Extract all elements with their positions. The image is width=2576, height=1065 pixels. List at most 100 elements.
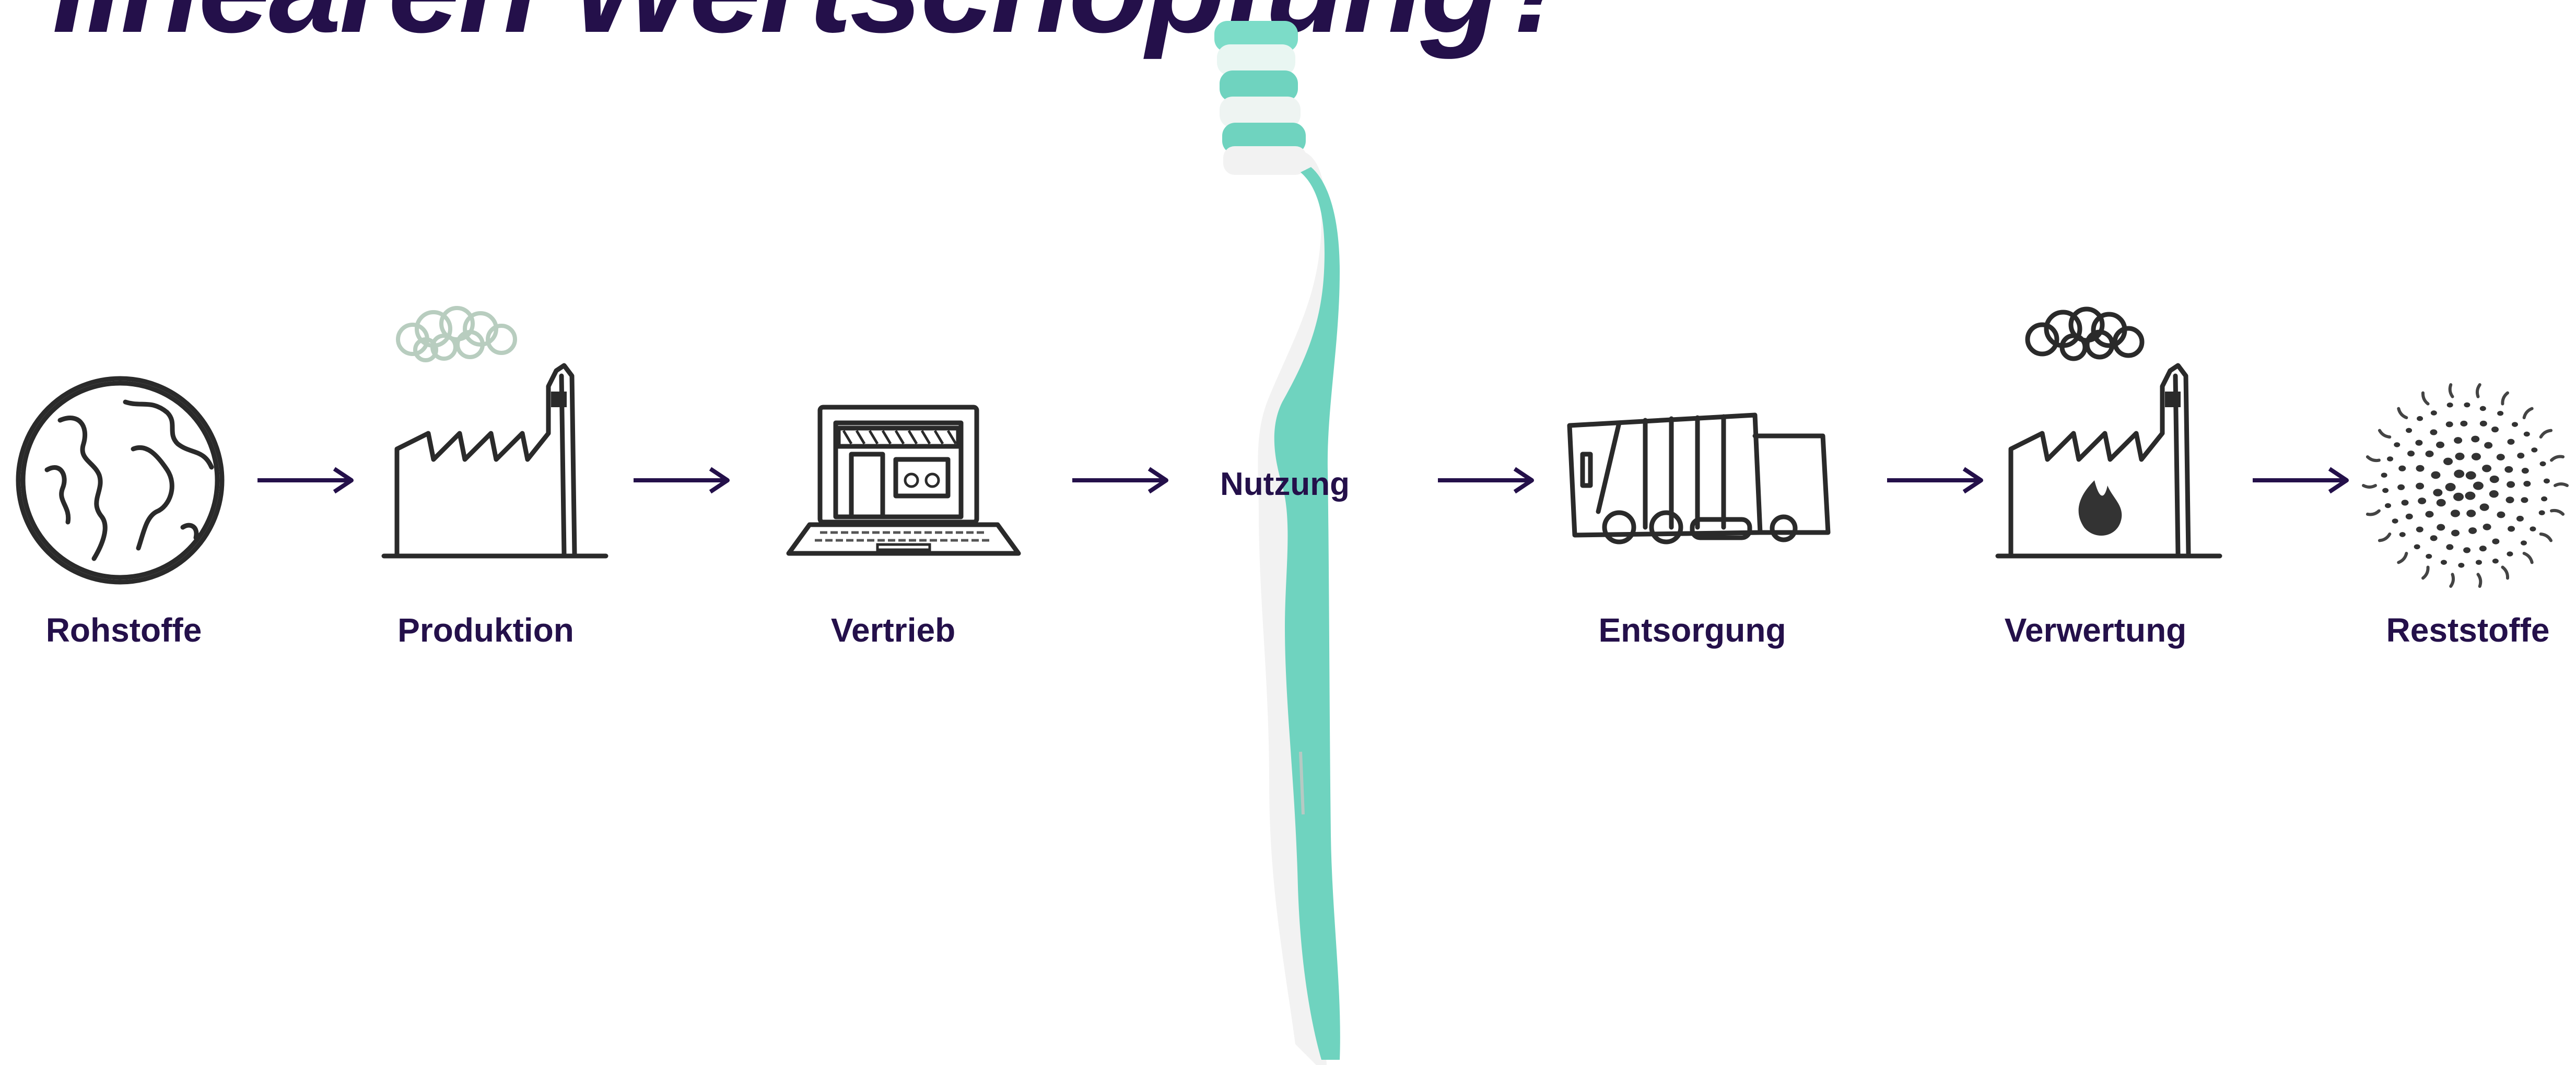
- particle-dot: [2402, 500, 2409, 505]
- stage-label-nutzung: Nutzung: [1220, 466, 1350, 503]
- particle-dot: [2426, 554, 2432, 559]
- particle-dot: [2446, 544, 2453, 550]
- particle-dot: [2454, 470, 2464, 478]
- particle-dot: [2445, 483, 2456, 491]
- stage-label-verwertung: Verwertung: [2005, 611, 2187, 649]
- globe-icon: [10, 371, 230, 590]
- particle-squiggle: [2551, 457, 2563, 460]
- particle-dot: [2447, 403, 2453, 408]
- arrow-icon: [253, 459, 358, 501]
- particle-dot: [2497, 512, 2505, 518]
- particle-dot: [2381, 472, 2387, 478]
- particle-dot: [2454, 437, 2462, 444]
- arrow-icon: [2249, 459, 2353, 501]
- particle-dot: [2497, 454, 2505, 460]
- particle-dot: [2431, 471, 2440, 479]
- particle-squiggle: [2398, 553, 2406, 562]
- particle-squiggle: [2451, 574, 2453, 586]
- particle-dot: [2417, 416, 2423, 421]
- particle-dot: [2480, 421, 2487, 427]
- particle-dot: [2455, 453, 2465, 460]
- stage-vertrieb: [778, 397, 1029, 564]
- particle-dot: [2443, 458, 2453, 465]
- particle-dot: [2398, 466, 2406, 471]
- particle-squiggle: [2502, 567, 2508, 578]
- particle-dot: [2453, 493, 2464, 501]
- particle-dot: [2385, 503, 2391, 508]
- particle-dot: [2397, 484, 2405, 490]
- particle-squiggle: [2423, 393, 2428, 404]
- particle-dot: [2492, 538, 2499, 544]
- particle-dot: [2472, 453, 2481, 460]
- particle-dot: [2523, 481, 2531, 487]
- incineration-plant-icon: [1990, 292, 2230, 564]
- particle-dot: [2471, 436, 2479, 443]
- particle-dot: [2480, 503, 2489, 511]
- particle-squiggle: [2541, 534, 2551, 540]
- stage-entsorgung: [1562, 407, 1839, 553]
- particle-dot: [2541, 496, 2547, 502]
- particle-squiggle: [2363, 486, 2375, 487]
- particle-dot: [2482, 465, 2491, 472]
- particle-dot: [2530, 526, 2536, 531]
- particle-dot: [2508, 526, 2515, 531]
- particle-dot: [2436, 442, 2444, 448]
- particle-dot: [2476, 560, 2482, 565]
- particle-dot: [2451, 530, 2460, 537]
- particle-dot: [2416, 465, 2425, 472]
- particle-dot: [2507, 439, 2514, 445]
- particle-squiggle: [2398, 409, 2406, 418]
- particle-dot: [2490, 476, 2499, 483]
- smoke-icon: [398, 308, 515, 360]
- stage-reststoffe: [2361, 381, 2570, 590]
- flame-icon: [2079, 480, 2122, 536]
- particle-dot: [2466, 471, 2476, 480]
- particle-dot: [2521, 540, 2527, 546]
- particle-dot: [2418, 498, 2426, 504]
- particle-dot: [2507, 481, 2515, 488]
- particle-squiggle: [2423, 567, 2428, 578]
- toothbrush-image: [1191, 0, 1363, 1065]
- factory-icon: [376, 292, 616, 564]
- particle-dot: [2437, 524, 2445, 531]
- particle-dot: [2466, 510, 2476, 517]
- particle-squiggle: [2380, 431, 2390, 437]
- particle-dot: [2387, 456, 2393, 462]
- particle-dot: [2415, 440, 2422, 446]
- particle-squiggle: [2477, 385, 2480, 397]
- stage-label-reststoffe: Reststoffe: [2386, 611, 2550, 649]
- particle-dot: [2522, 468, 2529, 474]
- particle-squiggle: [2541, 431, 2551, 437]
- particle-dot: [2446, 421, 2453, 427]
- arrow-icon: [629, 459, 734, 501]
- particle-dot: [2507, 551, 2513, 557]
- particle-dot: [2465, 492, 2475, 500]
- particle-dot: [2441, 560, 2447, 565]
- particle-dot: [2480, 406, 2486, 411]
- particle-dot: [2492, 559, 2499, 564]
- stage-produktion: [376, 292, 616, 564]
- particle-dot: [2433, 489, 2442, 496]
- particle-dot: [2497, 411, 2503, 416]
- particle-dot: [2414, 545, 2420, 550]
- particle-dot: [2430, 429, 2437, 435]
- particle-dot: [2540, 462, 2546, 467]
- stage-label-vertrieb: Vertrieb: [831, 611, 955, 649]
- particle-dot: [2539, 510, 2545, 515]
- particle-dot: [2406, 514, 2413, 519]
- stage-label-produktion: Produktion: [397, 611, 574, 649]
- particle-dot: [2426, 451, 2434, 457]
- particle-dot: [2544, 479, 2550, 484]
- particle-dot: [2392, 518, 2398, 524]
- particle-dot: [2484, 442, 2492, 449]
- stage-rohstoffe: [10, 371, 230, 590]
- particle-dot: [2430, 535, 2438, 541]
- arrow-icon: [1068, 459, 1173, 501]
- particle-dot: [2425, 511, 2433, 518]
- particle-squiggle: [2502, 393, 2508, 404]
- stage-label-entsorgung: Entsorgung: [1598, 611, 1786, 649]
- residue-particles-icon: [2361, 381, 2570, 590]
- particle-dot: [2516, 516, 2524, 522]
- particle-dot: [2460, 421, 2467, 427]
- particle-squiggle: [2368, 511, 2379, 514]
